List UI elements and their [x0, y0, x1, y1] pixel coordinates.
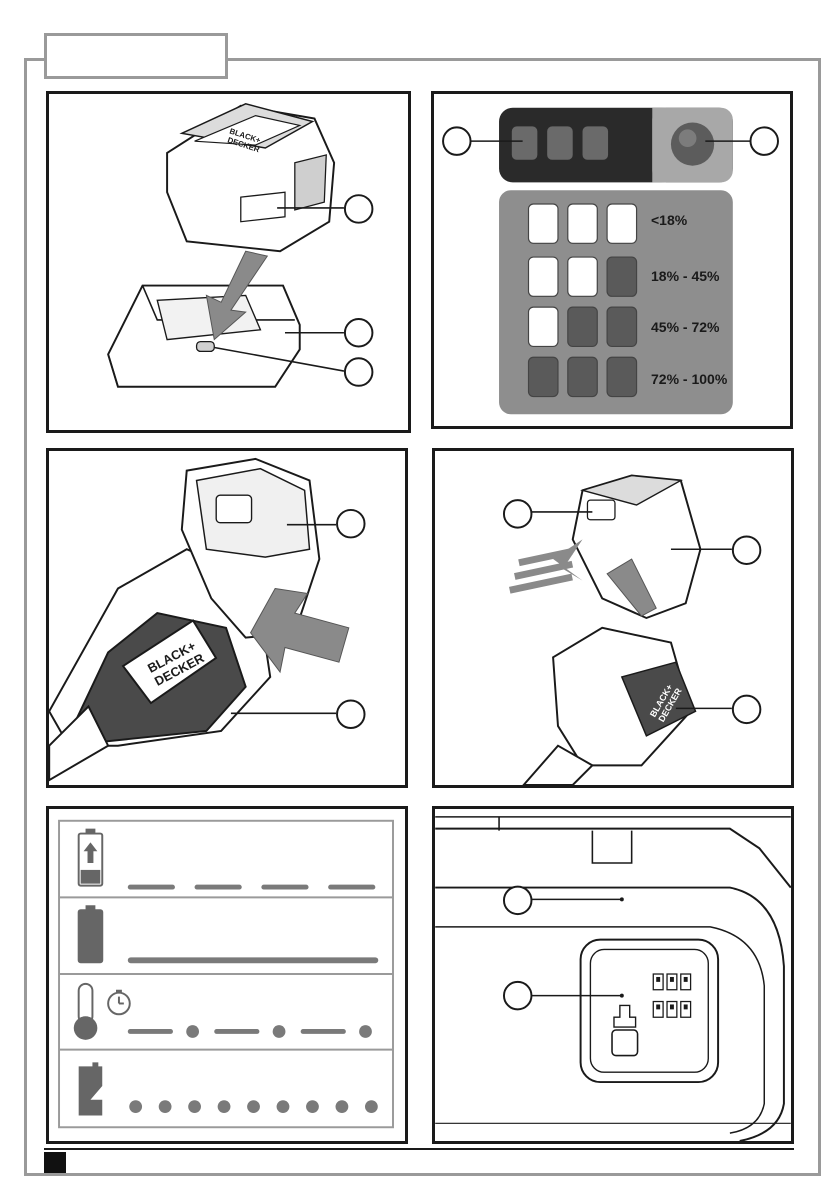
battery-fault-icon: [79, 1062, 103, 1115]
level-box-r4-c3: [607, 357, 636, 396]
blink-dash: [328, 885, 375, 890]
level-box-r3-c1: [529, 307, 558, 346]
delay-dot: [359, 1025, 372, 1038]
level-box-r3-c3: [607, 307, 636, 346]
callout-charger: [345, 319, 373, 347]
level-box-r1-c1: [529, 204, 558, 243]
callout-battery-latch: [504, 500, 532, 528]
delay-dash: [214, 1029, 259, 1034]
fault-dot: [159, 1100, 172, 1113]
callout-housing: [504, 887, 532, 915]
level-label-3: 45% - 72%: [651, 319, 719, 335]
level-box-r3-c2: [568, 307, 597, 346]
figure-a-illustration: BLACK+ DECKER: [49, 94, 408, 430]
fault-dot: [336, 1100, 349, 1113]
header-tab-frame: [44, 33, 228, 79]
level-box-r4-c2: [568, 357, 597, 396]
figure-f-indicator-closeup: [432, 806, 794, 1144]
level-box-r2-c1: [529, 257, 558, 296]
level-label-4: 72% - 100%: [651, 371, 727, 387]
blink-dash: [195, 885, 242, 890]
led-1: [512, 126, 538, 159]
level-box-r4-c1: [529, 357, 558, 396]
level-box-r1-c3: [607, 204, 636, 243]
blink-dash: [261, 885, 308, 890]
figure-d-battery-insertion: BLACK+ DECKER: [432, 448, 794, 788]
delay-dot: [273, 1025, 286, 1038]
callout-battery: [345, 195, 373, 223]
callout-release-button: [337, 701, 365, 729]
charged-solid-pattern: [128, 957, 378, 963]
fault-blink-pattern: [129, 1100, 378, 1113]
figure-d-illustration: BLACK+ DECKER: [435, 451, 791, 785]
callout-level-button: [750, 127, 778, 155]
fault-dot: [365, 1100, 378, 1113]
figure-b-battery-level-indicator: <18% 18% - 45% 45% - 72% 72% - 100%: [431, 91, 793, 429]
level-box-r2-c3: [607, 257, 636, 296]
level-box-r1-c2: [568, 204, 597, 243]
figure-a-battery-charging: BLACK+ DECKER: [46, 91, 411, 433]
fault-dot: [277, 1100, 290, 1113]
page-marker: [44, 1152, 66, 1173]
fault-dot: [218, 1100, 231, 1113]
delay-dot: [186, 1025, 199, 1038]
figure-c-illustration: BLACK+ DECKER: [49, 451, 405, 785]
callout-battery-d: [733, 536, 761, 564]
fault-dot: [188, 1100, 201, 1113]
level-box-r2-c2: [568, 257, 597, 296]
level-label-1: <18%: [651, 212, 687, 228]
figure-e-illustration: [49, 809, 405, 1141]
figure-c-battery-removal: BLACK+ DECKER: [46, 448, 408, 788]
battery-full-icon: [79, 905, 103, 962]
callout-charge-indicator: [345, 358, 373, 386]
level-check-button: [612, 1030, 638, 1056]
battery-charging-icon: [79, 829, 103, 886]
level-label-2: 18% - 45%: [651, 268, 719, 284]
fault-dot: [247, 1100, 260, 1113]
footer-rule: [44, 1148, 794, 1150]
callout-battery-pack: [337, 510, 365, 538]
delay-dash: [301, 1029, 346, 1034]
fault-dot: [129, 1100, 142, 1113]
fault-dot: [306, 1100, 319, 1113]
callout-leds: [443, 127, 471, 155]
callout-indicator-panel: [504, 982, 532, 1010]
led-2: [547, 126, 573, 159]
callout-tool-handle: [733, 696, 761, 724]
figure-f-illustration: [435, 809, 791, 1141]
figure-b-illustration: [434, 94, 790, 426]
figure-e-charge-status-legend: [46, 806, 408, 1144]
blink-dash: [128, 885, 175, 890]
led-3: [583, 126, 609, 159]
delay-dash: [128, 1029, 173, 1034]
